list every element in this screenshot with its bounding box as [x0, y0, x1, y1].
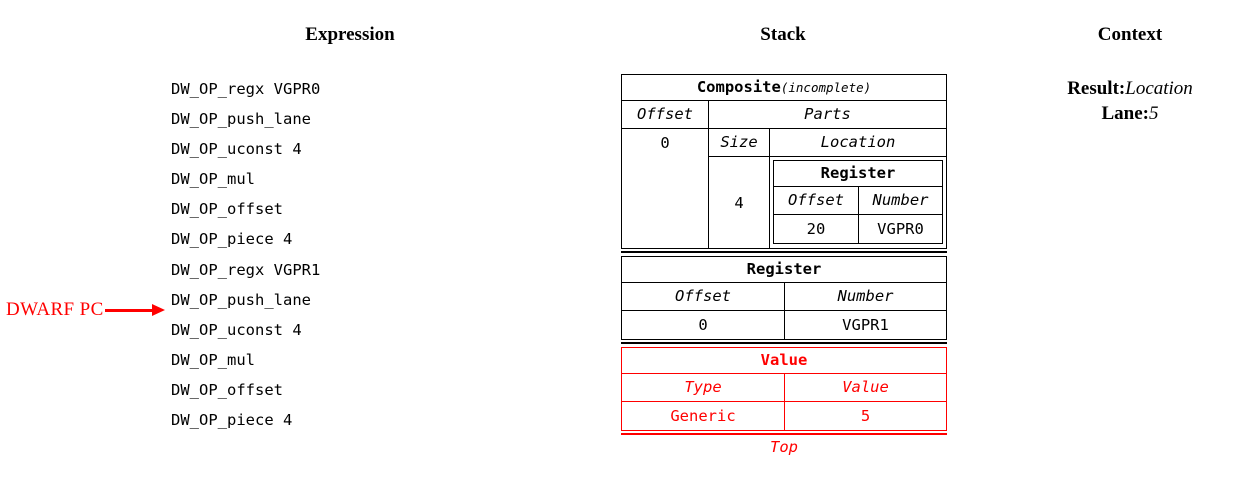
composite-offset-value: 0 [622, 128, 708, 157]
expression-line: DW_OP_mul [171, 350, 255, 369]
register-number-header: Number [784, 283, 946, 310]
nested-register-title: Register [820, 164, 896, 182]
stack-entry-separator [621, 249, 947, 256]
nested-register-offset-header: Offset [788, 191, 844, 209]
expression-line: DW_OP_piece 4 [171, 230, 293, 249]
expression-line: DW_OP_push_lane [171, 290, 311, 309]
dwarf-pc-label: DWARF PC [6, 299, 104, 320]
dwarf-pc-marker: DWARF PC [6, 297, 167, 323]
value-type-header: Type [684, 378, 722, 396]
composite-title-note: (incomplete) [780, 80, 872, 95]
nested-register-table: Register Offset Number 20 VGPR0 [773, 160, 943, 244]
value-value-header: Value [784, 374, 946, 401]
context-value-result: Location [1125, 78, 1193, 99]
composite-offset-header: Offset [622, 100, 708, 128]
stack-entry-register: Register Offset Number 0 VGPR1 [621, 256, 947, 340]
page-title-stack: Stack [760, 24, 806, 45]
expression-line: DW_OP_uconst 4 [171, 140, 302, 159]
register-number-value: VGPR1 [784, 311, 946, 339]
stack-top-rule [621, 433, 947, 435]
nested-register-number-value: VGPR0 [858, 215, 942, 243]
composite-location-header: Location [770, 128, 946, 156]
expression-line: DW_OP_piece 4 [171, 411, 293, 430]
context-line-result: Result:Location [1030, 76, 1230, 101]
expression-line: DW_OP_offset [171, 380, 283, 399]
stack-entry-separator [621, 340, 947, 347]
composite-title: Composite(incomplete) [622, 75, 946, 100]
value-title: Value [760, 351, 808, 369]
expression-line: DW_OP_mul [171, 170, 255, 189]
value-type-value: Generic [670, 407, 736, 425]
context-line-lane: Lane:5 [1030, 101, 1230, 126]
stack-top-label: Top [770, 438, 798, 456]
expression-line: DW_OP_push_lane [171, 110, 311, 129]
expression-line: DW_OP_offset [171, 200, 283, 219]
composite-size-header: Size [709, 128, 769, 156]
stack-entry-composite: Composite(incomplete) Offset 0 Parts Siz… [621, 74, 947, 249]
page-title-context: Context [1097, 24, 1163, 45]
composite-title-text: Composite [696, 78, 781, 96]
expression-line: DW_OP_regx VGPR1 [171, 260, 321, 279]
page-title-expression: Expression [305, 24, 395, 45]
context-value-lane: 5 [1149, 103, 1159, 124]
register-offset-header: Offset [675, 287, 731, 305]
context-block: Result:Location Lane:5 [1030, 76, 1230, 126]
arrow-right-icon [104, 304, 167, 316]
composite-size-value: 4 [709, 156, 769, 248]
expression-line: DW_OP_regx VGPR0 [171, 80, 321, 98]
nested-register-offset-value: 20 [806, 220, 826, 238]
nested-register-number-header: Number [858, 187, 942, 214]
stack-entry-value: Value Type Value Generic 5 [621, 347, 947, 431]
expression-list: DW_OP_regx VGPR0 DW_OP_push_lane DW_OP_u… [171, 74, 320, 435]
context-key-lane: Lane: [1101, 103, 1150, 124]
value-value-value: 5 [784, 402, 946, 430]
register-offset-value: 0 [698, 316, 708, 334]
expression-line: DW_OP_uconst 4 [171, 320, 302, 339]
context-key-result: Result: [1067, 78, 1126, 99]
composite-parts-header: Parts [709, 100, 946, 128]
stack-column: Composite(incomplete) Offset 0 Parts Siz… [621, 74, 947, 458]
register-title: Register [746, 260, 822, 278]
